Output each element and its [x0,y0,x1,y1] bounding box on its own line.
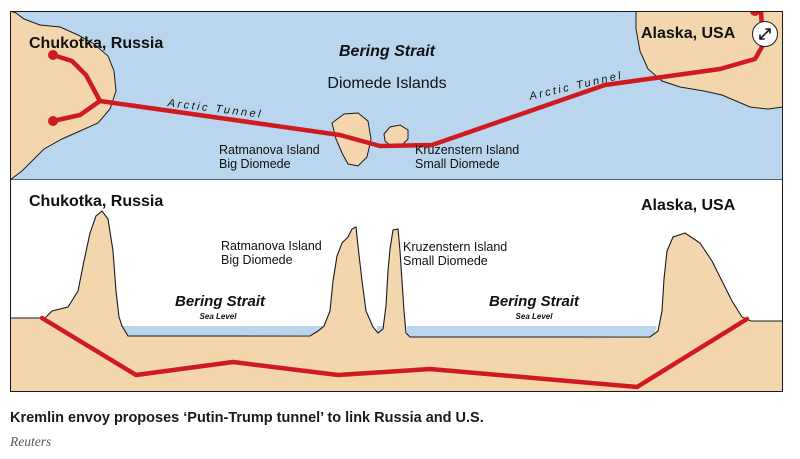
chukotka-landmass [10,11,117,180]
profile-kruzenstern-alias: Small Diomede [403,254,488,268]
expand-arrows-icon [759,28,771,40]
figure-frame [10,11,783,392]
article-headline[interactable]: Kremlin envoy proposes ‘Putin-Trump tunn… [10,410,484,426]
small-diomede-island [383,124,409,147]
map-russia-label: Chukotka, Russia [29,35,163,52]
tunnel-endpoint-alaska [750,11,760,16]
profile-panel: Chukotka, Russia Alaska, USA Ratmanova I… [10,180,783,392]
profile-sea-level-left: Sea Level [200,312,238,321]
profile-usa-label: Alaska, USA [641,197,736,214]
profile-sea-level-right: Sea Level [516,312,554,321]
sea-water-left [116,326,324,336]
map-kruzenstern-alias: Small Diomede [415,157,500,171]
expand-button[interactable] [752,21,778,47]
bering-tunnel-infographic: Arctic Tunnel Arctic Tunnel Chukotka, Ru… [10,11,783,392]
map-panel: Arctic Tunnel Arctic Tunnel Chukotka, Ru… [10,11,783,180]
profile-ratmanova-name: Ratmanova Island [221,239,322,253]
tunnel-route-profile [39,315,750,390]
tunnel-route-map [50,11,766,149]
map-ratmanova-alias: Big Diomede [219,157,291,171]
image-credit: Reuters [10,434,52,449]
map-ratmanova-name: Ratmanova Island [219,143,320,157]
map-strait-label: Bering Strait [339,43,436,60]
profile-russia-label: Chukotka, Russia [29,193,163,210]
map-islands-label: Diomede Islands [327,75,446,92]
map-kruzenstern-name: Kruzenstern Island [415,143,519,157]
profile-strait-right: Bering Strait [489,293,580,310]
profile-strait-left: Bering Strait [175,293,266,310]
land-profile [10,210,783,392]
map-usa-label: Alaska, USA [641,25,736,42]
profile-ratmanova-alias: Big Diomede [221,253,293,267]
profile-kruzenstern-name: Kruzenstern Island [403,240,507,254]
alaska-landmass [635,11,783,110]
sea-water-far-right [407,326,657,337]
tunnel-endpoint-south [48,116,58,126]
tunnel-endpoint-north [48,50,58,60]
